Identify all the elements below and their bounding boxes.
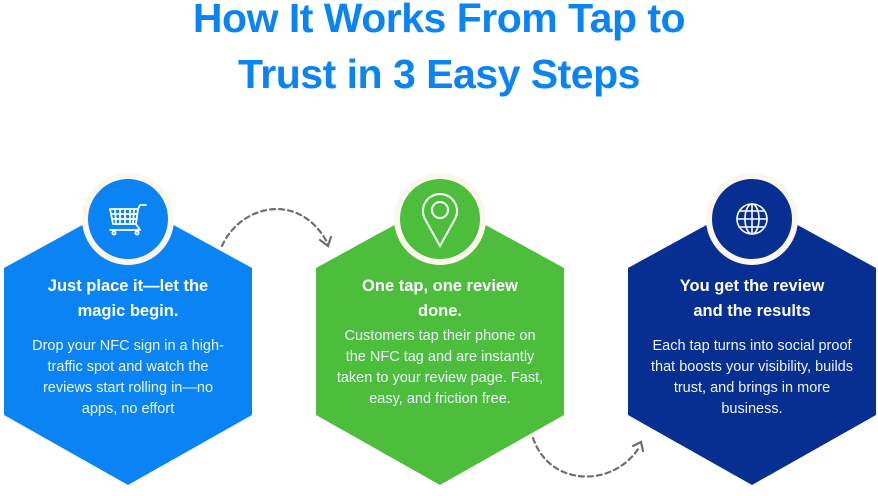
title-line-2: Trust in 3 Easy Steps xyxy=(238,51,640,97)
step-2-heading: One tap, one review done. xyxy=(362,277,518,320)
map-pin-icon xyxy=(422,193,458,249)
connector-arrow-1-2 xyxy=(220,208,330,248)
step-1-hexagon xyxy=(4,200,252,485)
title-line-1: How It Works From Tap to xyxy=(192,0,686,41)
step-2-description: Customers tap their phone on the NFC tag… xyxy=(336,328,544,407)
step-1-heading: Just place it—let the magic begin. xyxy=(47,277,209,320)
step-2: One tap, one review done. Customers tap … xyxy=(330,274,550,410)
shopping-cart-icon xyxy=(109,204,147,236)
step-2-hexagon xyxy=(316,200,564,485)
arrowhead-1 xyxy=(318,235,333,248)
connector-arrow-2-3 xyxy=(531,436,642,478)
step-1-description: Drop your NFC sign in a high-traffic spo… xyxy=(32,338,224,417)
globe-icon xyxy=(736,203,768,235)
step-3-description: Each tap turns into social proof that bo… xyxy=(650,338,854,417)
step-3-heading: You get the review and the results xyxy=(679,277,825,320)
step-3: You get the review and the results Each … xyxy=(642,274,862,420)
arrowhead-2 xyxy=(631,440,645,453)
step-3-hexagon xyxy=(628,200,876,485)
step-1: Just place it—let the magic begin. Drop … xyxy=(18,274,238,420)
